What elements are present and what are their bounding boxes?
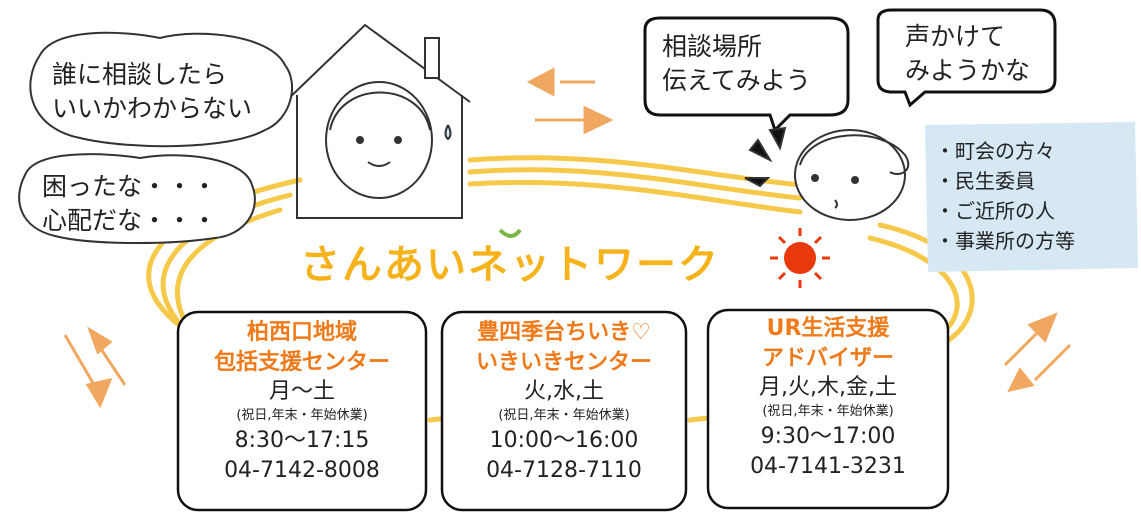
speech-bubble-left (643, 16, 850, 133)
speech-text-right: 声かけて みようかな (905, 20, 1030, 88)
center-name: 包括支援センター (213, 350, 390, 375)
center-card-toyoshikidai: 豊四季台ちいき♡ いきいきセンター 火,水,土 (祝日,年末・年始休業) 10:… (442, 318, 686, 486)
title-part-2: ネットワーク (468, 242, 720, 288)
thought-cloud-2 (18, 153, 256, 245)
center-card-ur-advisor: UR生活支援 アドバイザー 月,火,木,金,土 (祝日,年末・年始休業) 9:3… (708, 314, 948, 482)
center-days: 火,水,土 (524, 379, 604, 404)
house-icon (284, 23, 471, 219)
community-list: ・町会の方々 ・民生委員 ・ご近所の人 ・事業所の方等 (935, 136, 1075, 256)
speech-line: 伝えてみよう (662, 66, 811, 95)
list-item: ・事業所の方等 (935, 229, 1075, 253)
center-days: 月〜土 (268, 379, 335, 404)
network-title: さんあいネットワーク (300, 232, 720, 290)
center-name: いきいきセンター (475, 350, 652, 375)
center-name: アドバイザー (761, 346, 894, 371)
center-phone: 04-7141-3231 (750, 454, 906, 479)
center-name: 豊四季台ちいき♡ (477, 320, 651, 345)
speech-line: 相談場所 (662, 32, 763, 61)
center-phone: 04-7142-8008 (224, 458, 380, 483)
thought-line: いいかわからない (52, 94, 253, 123)
title-part-1: さんあい (300, 242, 468, 288)
speech-line: 声かけて (905, 22, 1006, 51)
thought-text-1: 誰に相談したら いいかわからない (52, 58, 252, 126)
list-item: ・民生委員 (935, 169, 1035, 193)
thought-text-2: 困ったな・・・ 心配だな・・・ (42, 170, 217, 238)
speech-bubble-right (876, 8, 1057, 108)
center-days: 月,火,木,金,土 (759, 375, 897, 400)
center-hours: 9:30〜17:00 (760, 424, 896, 449)
speech-text-left: 相談場所 伝えてみよう (662, 30, 811, 98)
thought-line: 誰に相談したら (52, 60, 228, 89)
center-name: UR生活支援 (766, 316, 890, 341)
leaf-icon (498, 228, 522, 238)
list-item: ・ご近所の人 (935, 199, 1055, 223)
thought-line: 困ったな・・・ (42, 172, 218, 201)
list-item: ・町会の方々 (935, 139, 1055, 163)
arrow-icons (63, 67, 1072, 409)
center-note: (祝日,年末・年始休業) (762, 404, 894, 419)
center-cards-bg (176, 308, 950, 512)
thought-line: 心配だな・・・ (42, 206, 218, 235)
sun-icon (770, 228, 830, 288)
center-note: (祝日,年末・年始休業) (498, 408, 630, 423)
center-phone: 04-7128-7110 (486, 458, 642, 483)
person-icon (744, 126, 910, 221)
thought-cloud-1 (29, 31, 294, 148)
center-hours: 8:30〜17:15 (234, 428, 370, 453)
center-card-kashiwa-nishiguchi: 柏西口地域 包括支援センター 月〜土 (祝日,年末・年始休業) 8:30〜17:… (178, 318, 426, 486)
center-hours: 10:00〜16:00 (489, 428, 639, 453)
center-note: (祝日,年末・年始休業) (236, 408, 368, 423)
community-note-bg (925, 122, 1138, 272)
center-name: 柏西口地域 (246, 320, 357, 345)
speech-line: みようかな (905, 56, 1031, 85)
